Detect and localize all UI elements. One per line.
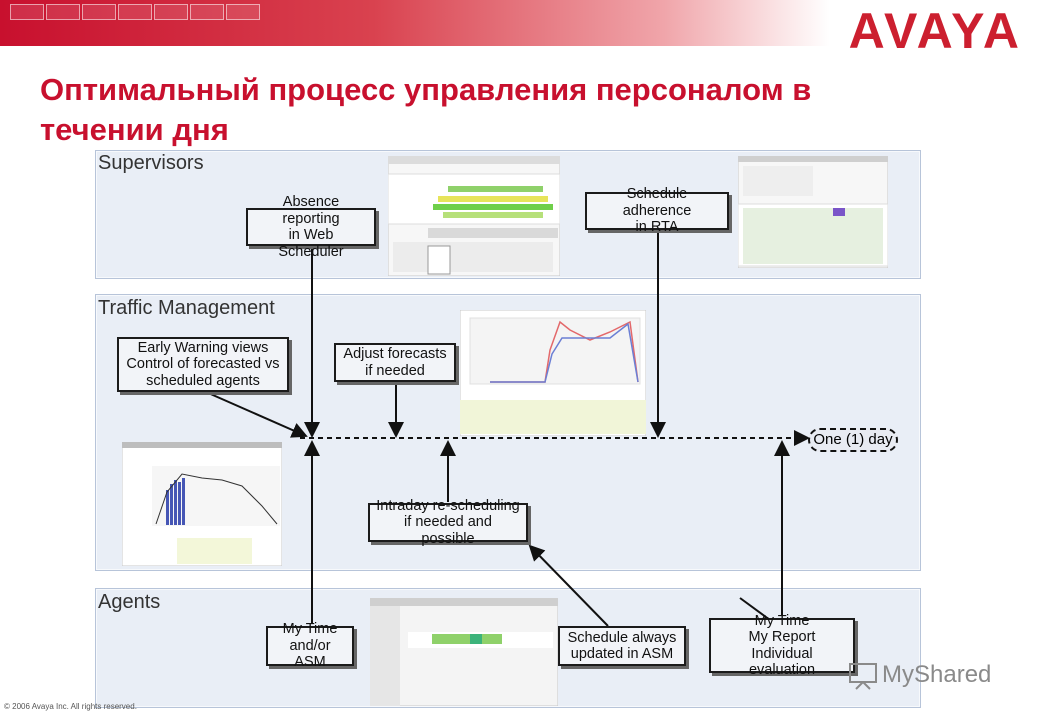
early-warning-line-1: Early Warning views [137, 339, 269, 356]
mytime-report-line-1: My Time [754, 612, 810, 629]
banner-tile [226, 4, 260, 20]
watermark-text: MyShared [882, 661, 992, 688]
banner-tile [118, 4, 152, 20]
absence-line-2: in Web Scheduler [278, 227, 344, 260]
mytime-report-line-3: Individual evaluation [748, 645, 816, 679]
adjust-line-1: Adjust forecasts [343, 346, 447, 362]
banner-tile [10, 4, 44, 20]
early-warning-line-2: Control of forecasted vs [126, 356, 280, 373]
banner-grid [10, 4, 260, 20]
early-warning-screenshot [122, 442, 282, 566]
banner-tile [190, 4, 224, 20]
web-scheduler-screenshot [388, 156, 560, 276]
adherence-line-1: Schedule adherence [622, 186, 692, 219]
banner-tile [154, 4, 188, 20]
title-line-2: течении дня [40, 112, 229, 147]
asm-screenshot [370, 598, 558, 706]
schedule-updated-box: Schedule always updated in ASM [558, 626, 686, 666]
forecast-chart-screenshot [460, 310, 646, 436]
schedule-updated-line-1: Schedule always [567, 629, 677, 646]
schedule-updated-line-2: updated in ASM [570, 646, 674, 662]
mytime-report-line-2: My Report [748, 629, 816, 645]
early-warning-line-3: scheduled agents [146, 372, 260, 389]
early-warning-arrow [205, 391, 308, 438]
absence-reporting-box: Absence reporting in Web Scheduler [246, 194, 376, 260]
supervisors-lane-label: Supervisors [98, 152, 204, 174]
adherence-line-2: in RTA [635, 219, 679, 236]
intraday-line-2: if needed and possible [404, 514, 492, 547]
mytime-report-box: My Time My Report Individual evaluation [709, 613, 855, 678]
traffic-lane-label: Traffic Management [98, 297, 275, 319]
schedule-adherence-box: Schedule adherence in RTA [585, 186, 729, 235]
rta-screenshot [738, 156, 888, 268]
intraday-line-1: Intraday re-scheduling [376, 497, 520, 514]
intraday-box: Intraday re-scheduling if needed and pos… [368, 498, 528, 547]
mytime-asm-line-1: My Time [282, 621, 338, 638]
mytime-asm-line-2: and/or ASM [289, 637, 331, 671]
early-warning-box: Early Warning views Control of forecaste… [117, 337, 289, 392]
avaya-logo: AVAYA [848, 3, 1022, 59]
one-day-oval: One (1) day [808, 428, 898, 452]
adjust-forecasts-box: Adjust forecasts if needed [334, 343, 456, 382]
agents-connector [739, 597, 771, 621]
watermark: MyShared [848, 660, 991, 690]
banner-tile [46, 4, 80, 20]
schedule-updated-arrow [528, 544, 609, 627]
page-title: Оптимальный процесс управления персонало… [40, 70, 1000, 150]
header-banner [0, 0, 830, 46]
agents-lane-label: Agents [98, 591, 161, 613]
mytime-asm-box: My Time and/or ASM [266, 621, 354, 670]
banner-tile [82, 4, 116, 20]
title-line-1: Оптимальный процесс управления персонало… [40, 72, 812, 107]
adjust-line-2: if needed [365, 362, 425, 379]
presentation-icon [849, 663, 877, 690]
footer-copyright: © 2006 Avaya Inc. All rights reserved. [4, 702, 137, 711]
absence-line-1: Absence reporting [282, 194, 340, 227]
